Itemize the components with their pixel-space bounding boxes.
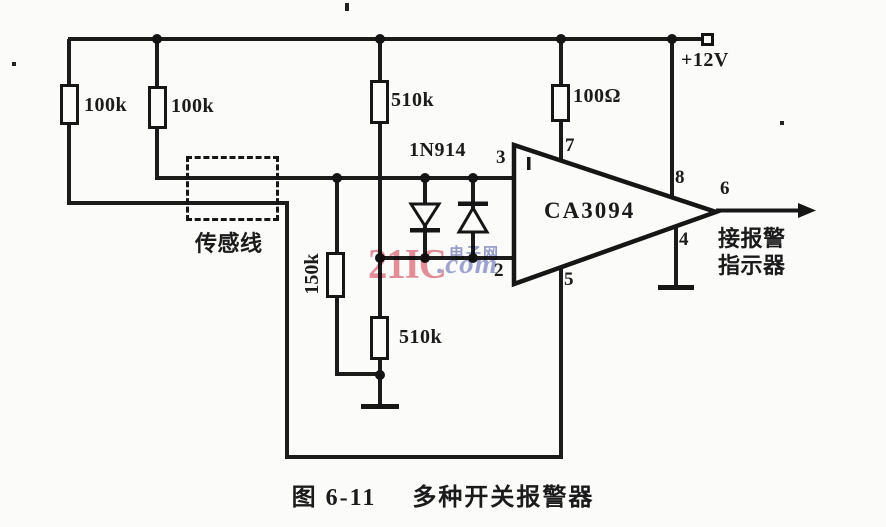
resistor-150k-label: 150k <box>301 253 323 295</box>
sensor-line-dashed-box <box>186 156 279 221</box>
opamp-triangle <box>511 141 723 288</box>
wire-pin8 <box>670 39 674 201</box>
pin-3-label: 3 <box>496 147 506 168</box>
ground-bar-icon <box>658 285 694 290</box>
junction-dot <box>556 34 566 44</box>
pin-2-label: 2 <box>494 260 504 281</box>
scan-speck <box>12 62 16 66</box>
wire-r5-bottom <box>335 294 339 376</box>
wire-r1-top <box>67 39 71 87</box>
pin-5-label: 5 <box>564 269 574 290</box>
junction-dot <box>468 253 478 263</box>
wire-r4-top <box>559 39 563 87</box>
wire-r2-bottom <box>155 122 159 180</box>
wire-pin7 <box>559 120 563 162</box>
watermark-brand: 21IC <box>368 242 447 288</box>
wire-node-b <box>378 256 518 260</box>
wire-r3-top <box>378 39 382 84</box>
wire-bottom-run <box>285 455 563 459</box>
resistor-100k-mid-body <box>148 86 167 129</box>
resistor-510k-bottom-label: 510k <box>399 326 443 348</box>
diode-type-label: 1N914 <box>409 139 466 161</box>
wire-r3-to-r6 <box>378 120 382 320</box>
junction-dot <box>375 370 385 380</box>
scan-speck <box>345 3 349 11</box>
diode-down-icon <box>408 202 442 233</box>
wire-r5-link <box>335 372 383 376</box>
resistor-100ohm-label: 100Ω <box>573 85 622 107</box>
pin-8-label: 8 <box>675 167 685 188</box>
resistor-510k-bottom-body <box>370 316 389 360</box>
wire-r6-bottom <box>378 358 382 406</box>
junction-dot <box>332 173 342 183</box>
caption-title: 多种开关报警器 <box>412 485 595 511</box>
junction-dot <box>420 173 430 183</box>
ground-bar-icon <box>361 404 399 409</box>
resistor-100ohm-body <box>551 84 570 122</box>
resistor-510k-top-body <box>370 80 389 124</box>
junction-dot <box>667 34 677 44</box>
junction-dot <box>375 253 385 263</box>
pin-7-label: 7 <box>565 135 575 156</box>
watermark-site: 电子网 <box>449 246 501 262</box>
junction-dot <box>420 253 430 263</box>
output-arrow-icon <box>716 203 816 218</box>
wire-r2-top <box>155 39 159 87</box>
wire-pin5-column <box>559 267 563 459</box>
resistor-510k-top-label: 510k <box>391 89 435 111</box>
wire-r1-bottom <box>67 122 71 204</box>
resistor-100k-mid-label: 100k <box>171 95 215 117</box>
figure-caption: 图 6-11 多种开关报警器 <box>0 477 886 512</box>
caption-number: 图 6-11 <box>291 485 377 511</box>
power-terminal-icon <box>701 33 714 46</box>
power-label: +12V <box>681 49 729 71</box>
wire-sensor-lower <box>67 201 289 205</box>
wire-r5-top <box>335 178 339 256</box>
wire-top-rail <box>68 37 706 41</box>
sensor-label: 传感线 <box>195 231 263 256</box>
output-label-line2: 指示器 <box>718 253 786 278</box>
opamp-label: CA3094 <box>544 198 636 223</box>
watermark-tld: .com <box>437 248 499 280</box>
junction-dot <box>375 34 385 44</box>
junction-dot <box>468 173 478 183</box>
wire-pin4 <box>674 226 678 286</box>
pin-4-label: 4 <box>679 229 689 250</box>
wire-left-vertical <box>285 201 289 459</box>
resistor-150k-body <box>326 252 345 298</box>
input-marker <box>527 157 531 170</box>
output-label-line1: 接报警 <box>718 226 786 251</box>
resistor-100k-left-body <box>60 84 79 125</box>
resistor-100k-left-label: 100k <box>84 94 128 116</box>
junction-dot <box>152 34 162 44</box>
pin-6-label: 6 <box>720 178 730 199</box>
diode-up-icon <box>456 201 490 234</box>
scan-speck <box>780 121 784 125</box>
